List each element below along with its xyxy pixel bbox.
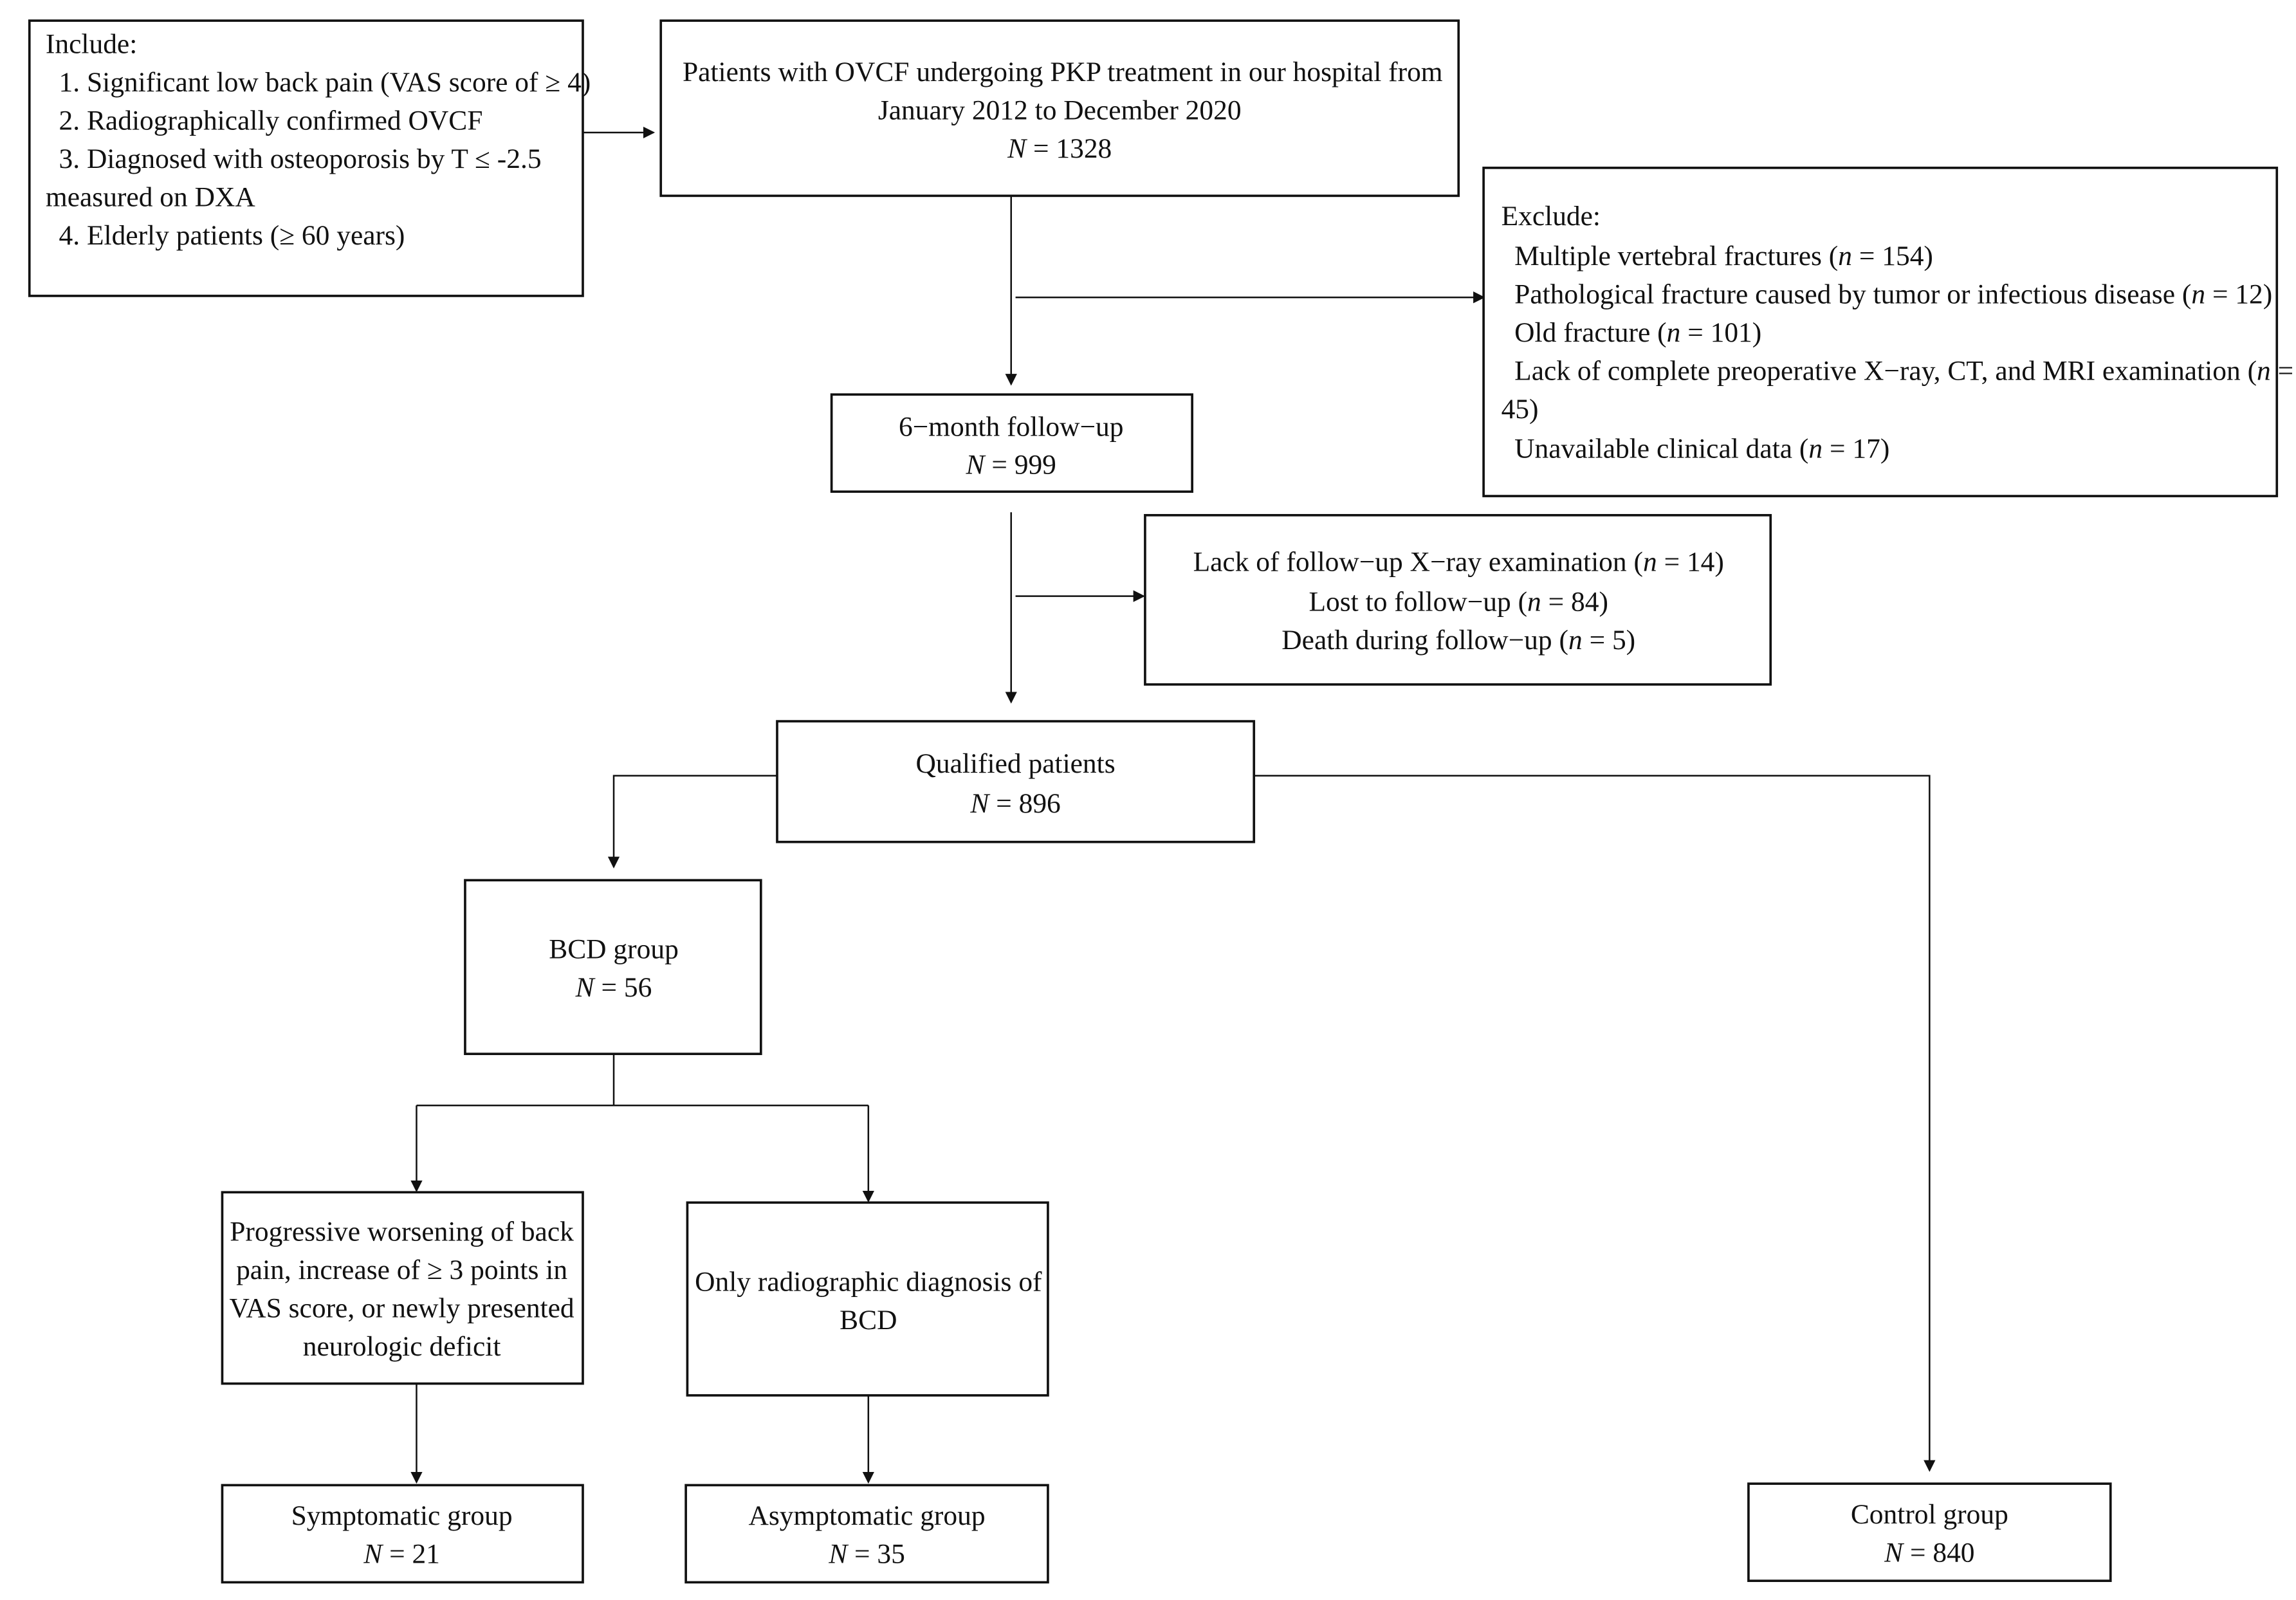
progressive-line: neurologic deficit — [303, 1331, 501, 1362]
progressive-box: Progressive worsening of back pain, incr… — [221, 1191, 584, 1385]
qualified-box: Qualified patients N = 896 — [776, 720, 1256, 843]
include-line: 2. Radiographically confirmed OVCF — [59, 105, 483, 136]
progressive-line: VAS score, or newly presented — [229, 1293, 574, 1324]
exclude-line: Exclude: — [1502, 201, 1601, 232]
include-line: 1. Significant low back pain (VAS score … — [59, 67, 591, 98]
bcd-box: BCD group N = 56 — [464, 879, 762, 1055]
control-box: Control group N = 840 — [1747, 1482, 2112, 1583]
include-line: measured on DXA — [46, 181, 255, 212]
patients-line: Patients with OVCF undergoing PKP treatm… — [683, 57, 1443, 87]
bcd-label: BCD group — [549, 933, 679, 964]
followup-box: 6−month follow−up N = 999 — [830, 393, 1193, 493]
arrow-qualified-to-control — [1254, 775, 1936, 1472]
exclude-line: Lack of complete preoperative X−ray, CT,… — [1514, 355, 2293, 386]
patients-box: Patients with OVCF undergoing PKP treatm… — [659, 19, 1460, 198]
radiographic-line: BCD — [840, 1305, 897, 1336]
radiographic-box: Only radiographic diagnosis of BCD — [686, 1201, 1049, 1397]
progressive-line: Progressive worsening of back — [230, 1217, 574, 1247]
exclude-line: 45) — [1502, 394, 1539, 425]
symptomatic-box: Symptomatic group N = 21 — [221, 1484, 584, 1584]
bcd-count: N = 56 — [575, 972, 652, 1003]
lost-box: Lack of follow−up X−ray examination (n =… — [1144, 513, 1772, 686]
exclude-line: Old fracture (n = 101) — [1514, 317, 1761, 348]
symptomatic-count: N = 21 — [363, 1539, 440, 1570]
radiographic-line: Only radiographic diagnosis of — [695, 1266, 1042, 1297]
include-line: 4. Elderly patients (≥ 60 years) — [59, 220, 405, 251]
include-line: Include: — [46, 28, 137, 59]
progressive-line: pain, increase of ≥ 3 points in — [236, 1255, 567, 1285]
followup-count: N = 999 — [966, 450, 1056, 481]
patients-line: January 2012 to December 2020 — [878, 95, 1242, 125]
qualified-count: N = 896 — [969, 788, 1060, 819]
include-line: 3. Diagnosed with osteoporosis by T ≤ -2… — [59, 143, 542, 174]
lost-line: Lack of follow−up X−ray examination (n =… — [1193, 547, 1724, 578]
arrow-qualified-to-bcd — [607, 775, 777, 869]
qualified-label: Qualified patients — [916, 748, 1116, 779]
symptomatic-label: Symptomatic group — [291, 1500, 513, 1531]
exclude-line: Unavailable clinical data (n = 17) — [1514, 434, 1889, 464]
exclude-line: Multiple vertebral fractures (n = 154) — [1514, 241, 1933, 271]
patients-count: N = 1328 — [1007, 133, 1112, 164]
followup-label: 6−month follow−up — [899, 411, 1124, 442]
lost-line: Lost to follow−up (n = 84) — [1309, 587, 1608, 618]
exclude-box: Exclude: Multiple vertebral fractures (n… — [1482, 167, 2293, 497]
asymptomatic-box: Asymptomatic group N = 35 — [684, 1484, 1049, 1584]
lost-line: Death during follow−up (n = 5) — [1281, 625, 1635, 656]
include-box: Include: 1. Significant low back pain (V… — [28, 19, 591, 297]
control-count: N = 840 — [1884, 1537, 1974, 1568]
asymptomatic-count: N = 35 — [828, 1539, 905, 1570]
asymptomatic-label: Asymptomatic group — [748, 1500, 985, 1531]
exclude-line: Pathological fracture caused by tumor or… — [1514, 279, 2272, 309]
control-label: Control group — [1851, 1499, 2008, 1530]
